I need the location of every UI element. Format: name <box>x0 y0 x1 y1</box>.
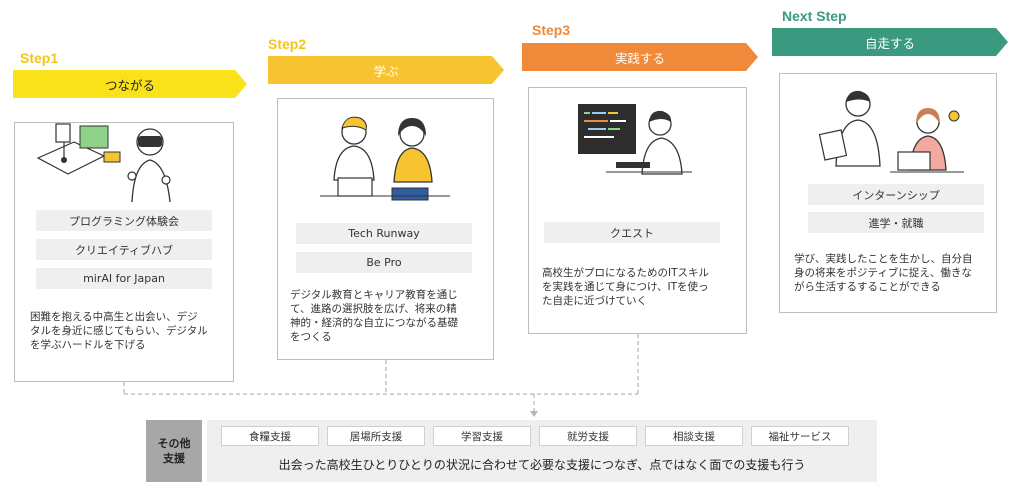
step1-item-mirai: mirAI for Japan <box>36 268 212 289</box>
step1-label: Step1 <box>20 50 59 66</box>
step1-title: つながる <box>104 77 155 93</box>
working-illustration-icon <box>818 90 964 173</box>
step3-title: 実践する <box>614 50 665 66</box>
next-item-internship: インターンシップ <box>808 184 984 205</box>
vr-illustration-icon <box>36 123 171 202</box>
support-place: 居場所支援 <box>327 426 425 446</box>
support-study: 学習支援 <box>433 426 531 446</box>
step1-item-creative-hub: クリエイティブハブ <box>36 239 212 260</box>
step3-item-quest: クエスト <box>544 222 720 243</box>
other-support-summary: 出会った高校生ひとりひとりの状況に合わせて必要な支援につなぎ、点ではなく面での支… <box>278 458 806 472</box>
step1-item-programming: プログラミング体験会 <box>36 210 212 231</box>
next-step-description: 学び、実践したことを生かし、自分自身の将来をポジティブに捉え、働きながら生活する… <box>794 253 973 293</box>
next-step-banner: 自走する <box>772 28 1008 56</box>
step2-item-be-pro: Be Pro <box>296 252 472 273</box>
support-food: 食糧支援 <box>221 426 319 446</box>
step2-description: デジタル教育とキャリア教育を通じて、進路の選択肢を広げ、将来の精神的・経済的な自… <box>290 289 458 343</box>
next-step-title: 自走する <box>864 35 915 51</box>
other-support-label: その他支援 <box>146 420 202 482</box>
step2-item-tech-runway: Tech Runway <box>296 223 472 244</box>
support-consult: 相談支援 <box>645 426 743 446</box>
step1-description: 困難を抱える中高生と出会い、デジタルを身近に感じてもらい、デジタルを学ぶハードル… <box>30 311 208 351</box>
step3-label: Step3 <box>532 22 571 38</box>
students-illustration-icon <box>320 116 450 201</box>
step3-description: 高校生がプロになるためのITスキルを実践を通じて身につけ、ITを使った自走に近づ… <box>542 267 710 307</box>
step3-banner: 実践する <box>522 43 758 71</box>
step1-banner: つながる <box>13 70 247 98</box>
step2-banner: 学ぶ <box>268 56 504 84</box>
support-work: 就労支援 <box>539 426 637 446</box>
step3-card <box>528 87 747 334</box>
support-welfare: 福祉サービス <box>751 426 849 446</box>
next-item-career: 進学・就職 <box>808 212 984 233</box>
coding-illustration-icon <box>578 104 692 175</box>
step2-label: Step2 <box>268 36 307 52</box>
next-step-label: Next Step <box>782 8 847 24</box>
step2-title: 学ぶ <box>373 63 399 79</box>
